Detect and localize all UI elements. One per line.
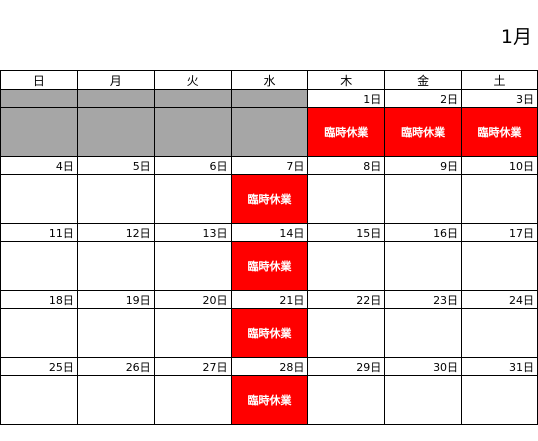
date-number: 8日: [307, 156, 386, 175]
date-number: 9日: [384, 156, 463, 175]
day-cell: [307, 241, 386, 291]
day-cell: [0, 375, 78, 425]
date-number: 28日: [230, 357, 309, 376]
day-cell: [0, 241, 78, 291]
closed-day-cell: 臨時休業: [230, 174, 309, 224]
day-row: 臨時休業: [0, 308, 538, 358]
date-number: 13日: [153, 223, 232, 242]
weekday-header-row: 日 月 火 水 木 金 土: [0, 70, 538, 90]
day-cell: [0, 174, 78, 224]
weekday-fri: 金: [384, 70, 463, 90]
day-row: 臨時休業: [0, 375, 538, 425]
day-cell: [153, 241, 232, 291]
date-number: 11日: [0, 223, 78, 242]
closed-day-cell: 臨時休業: [230, 241, 309, 291]
day-cell: [307, 174, 386, 224]
closed-day-cell: 臨時休業: [230, 308, 309, 358]
day-cell: [461, 174, 538, 224]
date-number: 26日: [76, 357, 155, 376]
date-number: 15日: [307, 223, 386, 242]
empty-day-cell: [0, 107, 78, 157]
date-number: 1日: [307, 89, 386, 108]
weekday-wed: 水: [230, 70, 309, 90]
day-cell: [307, 375, 386, 425]
day-cell: [384, 241, 463, 291]
empty-day-cell: [230, 107, 309, 157]
day-cell: [76, 375, 155, 425]
day-cell: [76, 174, 155, 224]
date-number: 17日: [461, 223, 538, 242]
day-cell: [76, 241, 155, 291]
empty-day-cell: [76, 107, 155, 157]
empty-day-cell: [153, 107, 232, 157]
date-number: [153, 89, 232, 108]
day-cell: [153, 174, 232, 224]
date-number: 18日: [0, 290, 78, 309]
date-number: 7日: [230, 156, 309, 175]
weekday-tue: 火: [153, 70, 232, 90]
date-number: 30日: [384, 357, 463, 376]
month-title: 1月: [500, 26, 532, 48]
weekday-thu: 木: [307, 70, 386, 90]
closed-day-cell: 臨時休業: [230, 375, 309, 425]
day-cell: [153, 308, 232, 358]
date-number: 4日: [0, 156, 78, 175]
day-cell: [461, 375, 538, 425]
date-number: [76, 89, 155, 108]
day-cell: [461, 308, 538, 358]
day-cell: [384, 308, 463, 358]
date-number: 22日: [307, 290, 386, 309]
day-row: 臨時休業: [0, 174, 538, 224]
closed-day-cell: 臨時休業: [461, 107, 538, 157]
date-number: 29日: [307, 357, 386, 376]
date-number: 12日: [76, 223, 155, 242]
day-row: 臨時休業: [0, 241, 538, 291]
closed-day-cell: 臨時休業: [307, 107, 386, 157]
weekday-sun: 日: [0, 70, 78, 90]
date-number: 19日: [76, 290, 155, 309]
date-number: 24日: [461, 290, 538, 309]
closed-day-cell: 臨時休業: [384, 107, 463, 157]
day-row: 臨時休業臨時休業臨時休業: [0, 107, 538, 157]
day-cell: [307, 308, 386, 358]
date-number: 5日: [76, 156, 155, 175]
day-cell: [0, 308, 78, 358]
date-number: [0, 89, 78, 108]
date-number: 20日: [153, 290, 232, 309]
date-number: 21日: [230, 290, 309, 309]
day-cell: [76, 308, 155, 358]
date-number: 10日: [461, 156, 538, 175]
date-number: 6日: [153, 156, 232, 175]
day-cell: [461, 241, 538, 291]
date-number: 2日: [384, 89, 463, 108]
date-number: 3日: [461, 89, 538, 108]
day-cell: [153, 375, 232, 425]
weekday-sat: 土: [461, 70, 538, 90]
date-number: [230, 89, 309, 108]
date-number: 31日: [461, 357, 538, 376]
day-cell: [384, 174, 463, 224]
weekday-mon: 月: [76, 70, 155, 90]
day-cell: [384, 375, 463, 425]
date-number: 14日: [230, 223, 309, 242]
date-number: 27日: [153, 357, 232, 376]
date-number: 16日: [384, 223, 463, 242]
date-number: 25日: [0, 357, 78, 376]
date-number: 23日: [384, 290, 463, 309]
